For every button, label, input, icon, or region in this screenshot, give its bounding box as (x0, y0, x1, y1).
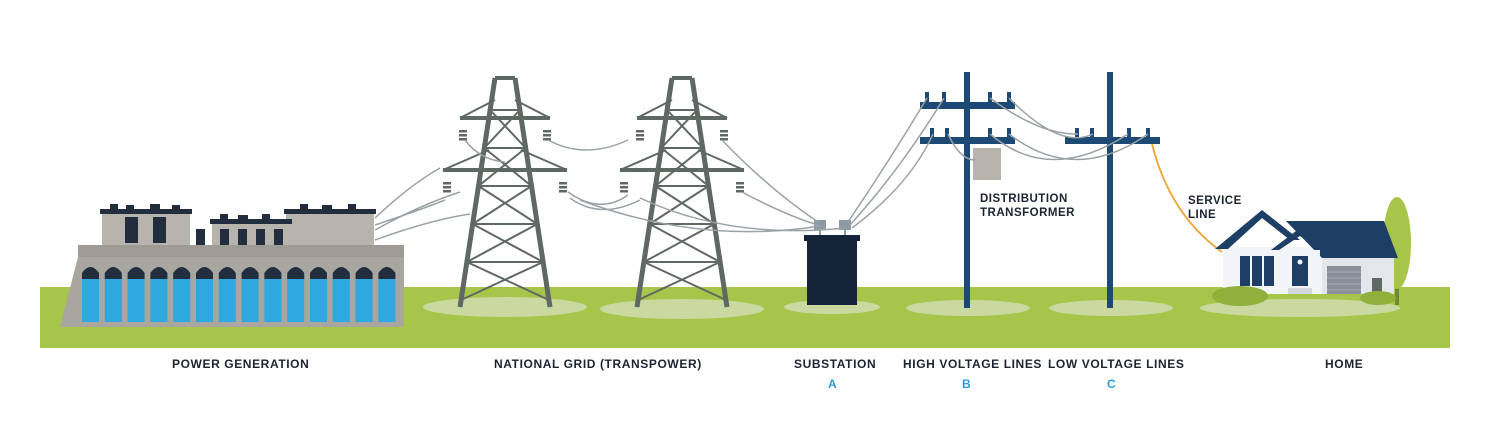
annotation-distribution-line1: DISTRIBUTION (980, 193, 1068, 205)
turbine-arch (150, 267, 168, 322)
turbine-arch-top (310, 267, 327, 279)
turbine-arch (355, 267, 373, 322)
turbine-arch-top (332, 267, 350, 279)
turbine-arch (82, 267, 99, 322)
label-home: HOME (1325, 357, 1364, 371)
turbine-arch (104, 267, 122, 322)
annotation-service-line2: LINE (1188, 209, 1217, 221)
turbine-arch-top (173, 267, 191, 279)
low-voltage-pole (1065, 72, 1160, 308)
turbine-arch (378, 267, 396, 322)
turbine-arch-top (218, 267, 236, 279)
turbine-arch (127, 267, 145, 322)
house (1212, 210, 1398, 306)
power-station (60, 204, 404, 327)
power-lines (374, 97, 1149, 241)
label-power-generation: POWER GENERATION (172, 357, 310, 371)
annotation-service-line: SERVICE LINE (1188, 194, 1242, 222)
sub-label-b: B (962, 377, 971, 391)
annotation-service-line1: SERVICE (1188, 195, 1242, 207)
turbine-arches (82, 267, 396, 322)
service-line (1151, 143, 1223, 253)
high-voltage-pole (920, 72, 1015, 308)
label-national-grid: NATIONAL GRID (TRANSPOWER) (494, 357, 702, 371)
turbine-arch-top (355, 267, 373, 279)
annotation-distribution-line2: TRANSFORMER (980, 207, 1075, 219)
turbine-arch-top (82, 267, 99, 279)
turbine-arch-top (127, 267, 145, 279)
turbine-arch-top (287, 267, 305, 279)
turbine-arch-top (196, 267, 213, 279)
turbine-arch-top (241, 267, 259, 279)
label-high-voltage-lines: HIGH VOLTAGE LINES (903, 357, 1043, 371)
turbine-arch (218, 267, 236, 322)
turbine-arch (264, 267, 282, 322)
turbine-arch (173, 267, 191, 322)
turbine-arch (310, 267, 327, 322)
sub-label-c: C (1107, 377, 1116, 391)
turbine-arch-top (378, 267, 396, 279)
annotation-distribution-transformer: DISTRIBUTION TRANSFORMER (980, 192, 1075, 220)
turbine-arch (196, 267, 213, 322)
label-low-voltage-lines: LOW VOLTAGE LINES (1048, 357, 1185, 371)
pylon-1 (442, 76, 568, 308)
label-substation: SUBSTATION (794, 357, 877, 371)
turbine-arch (241, 267, 259, 322)
sub-label-a: A (828, 377, 837, 391)
ground-shadows (423, 297, 1400, 319)
substation-box (804, 220, 860, 305)
turbine-arch-top (104, 267, 122, 279)
turbine-arch (332, 267, 350, 322)
turbine-arch (287, 267, 305, 322)
pylon-2 (619, 76, 745, 308)
turbine-arch-top (264, 267, 282, 279)
turbine-arch-top (150, 267, 168, 279)
